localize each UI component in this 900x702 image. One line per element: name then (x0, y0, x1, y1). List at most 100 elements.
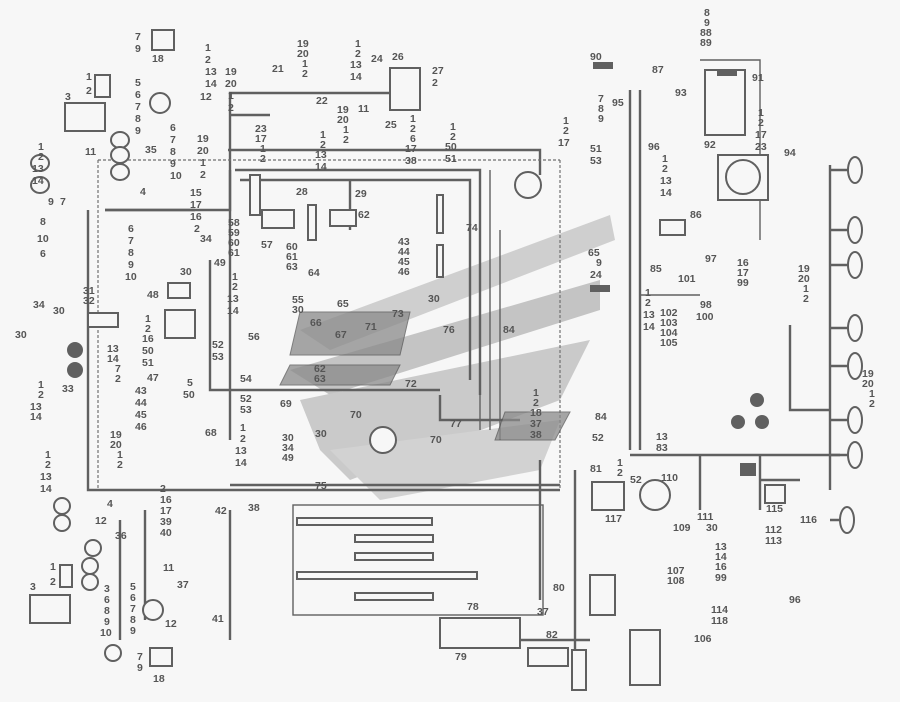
part-label: 1 (145, 313, 151, 325)
part-label: 16 (160, 494, 172, 506)
part-number-labels: 7918121314123125678935678910192012192012… (15, 7, 875, 685)
watermark-logo (290, 215, 615, 500)
part-label: 30 (180, 266, 192, 278)
part-label: 75 (315, 480, 327, 492)
part-label: 61 (286, 251, 298, 263)
lamp-right-6 (847, 406, 863, 434)
part-label: 14 (30, 411, 42, 423)
connector-block-top (436, 194, 444, 234)
part-label: 1 (86, 71, 92, 83)
part-label: 16 (715, 561, 727, 573)
part-label: 46 (135, 421, 147, 433)
part-label: 90 (590, 51, 602, 63)
part-label: 20 (297, 48, 309, 60)
part-label: 55 (292, 294, 304, 306)
part-label: 86 (690, 209, 702, 221)
part-label: 1 (410, 113, 416, 125)
part-label: 50 (445, 141, 457, 153)
part-label: 1 (232, 271, 238, 283)
part-label: 89 (700, 37, 712, 49)
part-label: 9 (170, 158, 176, 170)
fuse-strip-91 (717, 70, 737, 76)
part-label: 43 (135, 385, 147, 397)
part-label: 96 (789, 594, 801, 606)
part-label: 12 (200, 91, 212, 103)
part-label: 18 (530, 407, 542, 419)
part-label: 44 (398, 246, 410, 258)
part-label: 50 (183, 389, 195, 401)
part-label: 1 (662, 153, 668, 165)
horn-right-1 (750, 393, 764, 407)
part-label: 2 (115, 373, 121, 385)
part-label: 10 (125, 271, 137, 283)
part-label: 53 (590, 155, 602, 167)
horn-right-3 (755, 415, 769, 429)
part-label: 13 (350, 59, 362, 71)
part-label: 30 (706, 522, 718, 534)
part-label: 17 (558, 137, 570, 149)
part-label: 70 (350, 409, 362, 421)
part-label: 17 (405, 143, 417, 155)
part-label: 92 (704, 139, 716, 151)
part-label: 8 (170, 146, 176, 158)
part-label: 17 (160, 505, 172, 517)
sensor-18-top (151, 29, 175, 51)
part-label: 6 (40, 248, 46, 260)
part-label: 102 (660, 307, 678, 319)
part-label: 14 (350, 71, 362, 83)
terminal-row-3 (354, 552, 434, 561)
part-label: 15 (190, 187, 202, 199)
part-label: 4 (140, 186, 146, 198)
part-label: 19 (862, 368, 874, 380)
part-label: 19 (110, 429, 122, 441)
part-label: 9 (130, 625, 136, 637)
part-label: 1 (803, 283, 809, 295)
part-label: 16 (737, 257, 749, 269)
part-label: 88 (700, 27, 712, 39)
part-label: 10 (170, 170, 182, 182)
lamp-left-8 (84, 539, 102, 557)
socket-94-face (725, 159, 761, 195)
part-label: 51 (445, 153, 457, 165)
part-label: 37 (177, 579, 189, 591)
part-label: 101 (678, 273, 696, 285)
part-label: 73 (392, 308, 404, 320)
part-label: 70 (430, 434, 442, 446)
horn-right-2 (731, 415, 745, 429)
part-label: 45 (135, 409, 147, 421)
part-label: 16 (190, 211, 202, 223)
harness-bottom (230, 460, 590, 680)
part-label: 116 (800, 514, 817, 526)
part-label: 9 (135, 43, 141, 55)
part-label: 37 (537, 606, 549, 618)
part-label: 45 (398, 256, 410, 268)
part-label: 12 (95, 515, 107, 527)
part-label: 8 (128, 247, 134, 259)
part-label: 1 (533, 387, 539, 399)
part-label: 14 (227, 305, 239, 317)
part-label: 1 (205, 42, 211, 54)
part-label: 1 (228, 90, 234, 102)
part-label: 13 (643, 309, 655, 321)
part-label: 13 (235, 445, 247, 457)
right-lamps (788, 156, 863, 534)
part-label: 30 (53, 305, 65, 317)
battery-48-cells (164, 309, 196, 339)
part-label: 13 (227, 293, 239, 305)
part-label: 23 (755, 141, 767, 153)
part-label: 6 (410, 133, 416, 145)
part-label: 60 (286, 241, 298, 253)
part-label: 2 (50, 576, 56, 588)
fuse-strip-60 (307, 204, 317, 241)
part-label: 17 (737, 267, 749, 279)
part-label: 1 (38, 379, 44, 391)
headlamp-center (369, 426, 397, 454)
part-label: 2 (320, 139, 326, 151)
part-label: 107 (667, 565, 685, 577)
lamp-left-4 (110, 146, 130, 164)
fuse-box-right (629, 629, 661, 686)
switch-top-left (94, 74, 111, 98)
harness-thin (479, 59, 761, 440)
part-label: 11 (358, 103, 369, 115)
part-label: 19 (225, 66, 237, 78)
